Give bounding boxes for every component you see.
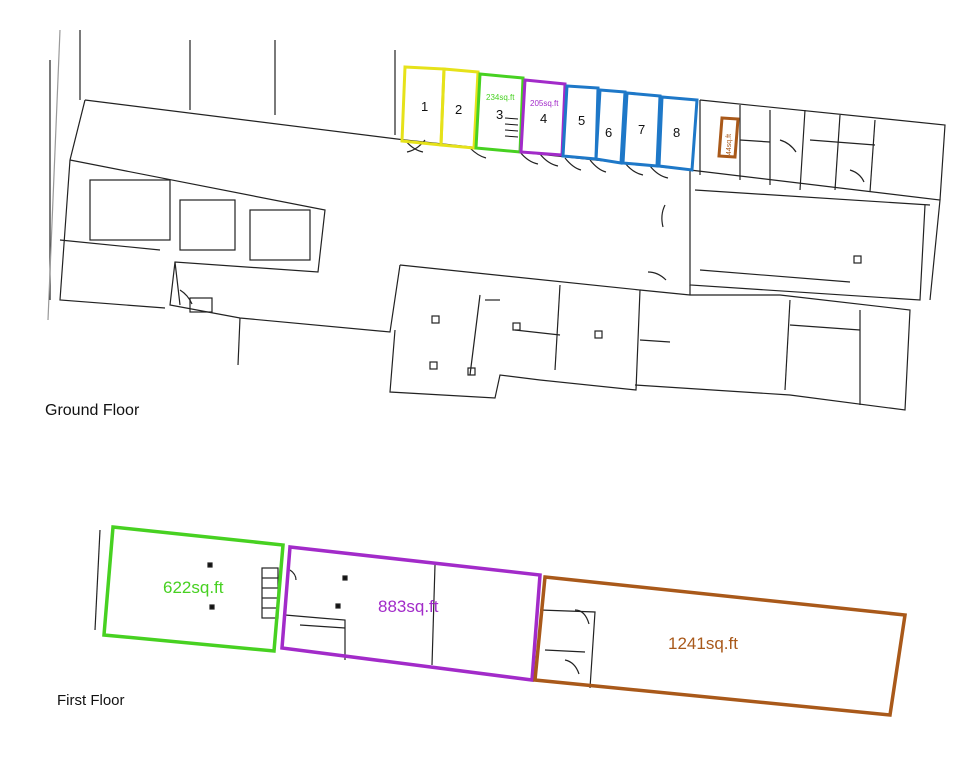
unit-1-number: 1 [421,99,428,114]
unit-3-area: 234sq.ft [486,93,515,102]
unit-6-number: 6 [605,125,612,140]
unit-7-outline [621,91,662,168]
ground-units [400,65,740,172]
unit-8-outline [657,95,699,172]
first-floor-linework [94,529,596,689]
first-floor-units [102,525,908,717]
unit-4-number: 4 [540,111,547,126]
unit-4-area: 205sq.ft [530,99,559,108]
first-floor-label: First Floor [57,692,125,709]
ground-unit-labels: 1 2 234sq.ft 3 205sq.ft 4 5 6 7 8 44sq.f… [421,93,733,155]
unit-2-outline [439,67,480,150]
unit-44-outline [717,116,740,159]
first-unit-622-area: 622sq.ft [163,578,224,597]
unit-7-number: 7 [638,122,645,137]
first-unit-883-outline [280,545,542,682]
unit-8-number: 8 [673,125,680,140]
first-floor-labels: 622sq.ft 883sq.ft 1241sq.ft [163,578,738,653]
unit-6-outline [594,88,627,165]
unit-2-number: 2 [455,102,462,117]
ground-floor-label: Ground Floor [45,402,140,419]
first-unit-1241-area: 1241sq.ft [668,634,738,653]
first-unit-1241-outline [533,575,908,717]
unit-3-number: 3 [496,107,503,122]
first-unit-883-area: 883sq.ft [378,597,439,616]
unit-44-area: 44sq.ft [726,134,733,155]
unit-5-number: 5 [578,113,585,128]
first-unit-622-outline [102,525,285,653]
ground-floor-linework [47,29,946,411]
